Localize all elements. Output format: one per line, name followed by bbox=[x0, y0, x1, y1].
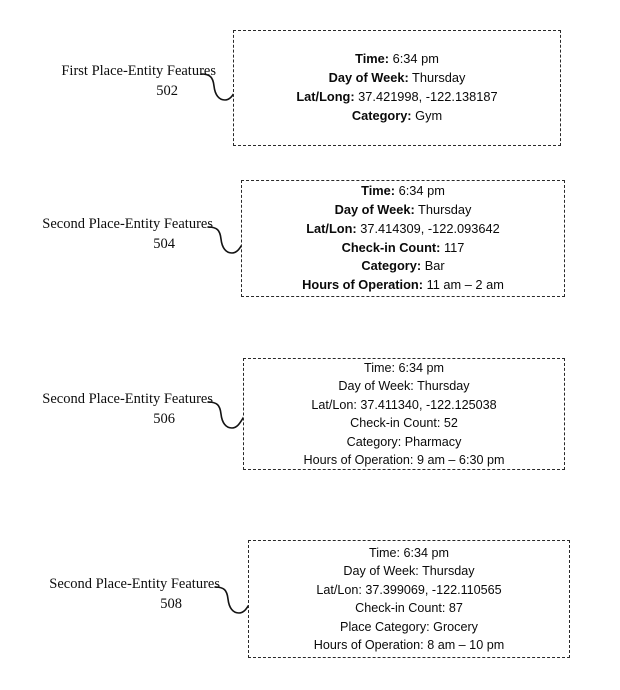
field-label: Check-in Count: bbox=[350, 416, 441, 430]
callout-506: Second Place-Entity Features 506 bbox=[31, 390, 213, 429]
field-value: 87 bbox=[448, 601, 463, 615]
field-label: Hours of Operation: bbox=[313, 638, 424, 652]
field-label: Time: bbox=[363, 360, 395, 375]
feature-box-508-lines: Time: 6:34 pm Day of Week: Thursday Lat/… bbox=[249, 544, 569, 655]
callout-502: First Place-Entity Features 502 bbox=[44, 62, 216, 101]
feature-line-check-in-count: Check-in Count: 52 bbox=[244, 414, 564, 433]
field-label: Day of Week: bbox=[338, 379, 414, 393]
feature-line-day-of-week: Day of Week: Thursday bbox=[249, 562, 569, 581]
callout-508-ref: 508 bbox=[160, 596, 182, 613]
feature-line-hours-of-operation: Hours of Operation: 9 am – 6:30 pm bbox=[244, 451, 564, 470]
field-label: Place Category: bbox=[340, 619, 430, 634]
field-value: Pharmacy bbox=[404, 434, 462, 449]
callout-504-label: Second Place-Entity Features bbox=[42, 216, 213, 232]
field-label: Day of Week: bbox=[343, 564, 419, 578]
field-label: Time: bbox=[361, 183, 396, 199]
feature-line-category: Category: Gym bbox=[234, 107, 560, 126]
callout-508: Second Place-Entity Features 508 bbox=[38, 575, 220, 614]
field-label: Check-in Count: bbox=[355, 601, 446, 615]
field-value: Bar bbox=[424, 258, 445, 274]
feature-box-504-lines: Time: 6:34 pm Day of Week: Thursday Lat/… bbox=[242, 182, 564, 295]
feature-line-hours-of-operation: Hours of Operation: 11 am – 2 am bbox=[242, 276, 564, 295]
field-label: Time: bbox=[368, 545, 400, 560]
field-label: Lat/Lon: bbox=[311, 397, 357, 412]
feature-line-time: Time: 6:34 pm bbox=[242, 182, 564, 201]
feature-box-502: Time: 6:34 pm Day of Week: Thursday Lat/… bbox=[233, 30, 561, 146]
callout-506-label: Second Place-Entity Features bbox=[42, 391, 213, 407]
field-label: Time: bbox=[355, 51, 390, 67]
callout-506-ref: 506 bbox=[153, 411, 175, 428]
feature-line-lat-lon: Lat/Lon: 37.411340, -122.125038 bbox=[244, 396, 564, 415]
field-label: Lat/Long: bbox=[296, 89, 355, 104]
callout-504-ref: 504 bbox=[153, 236, 175, 253]
field-value: 9 am – 6:30 pm bbox=[416, 453, 505, 467]
field-value: 52 bbox=[443, 416, 458, 430]
feature-box-502-lines: Time: 6:34 pm Day of Week: Thursday Lat/… bbox=[234, 50, 560, 125]
callout-504: Second Place-Entity Features 504 bbox=[31, 215, 213, 254]
callout-508-label: Second Place-Entity Features bbox=[49, 576, 220, 592]
field-value: 11 am – 2 am bbox=[426, 277, 504, 293]
field-label: Check-in Count: bbox=[341, 239, 441, 255]
field-value: Thursday bbox=[418, 201, 472, 217]
feature-line-day-of-week: Day of Week: Thursday bbox=[234, 69, 560, 88]
feature-box-506-lines: Time: 6:34 pm Day of Week: Thursday Lat/… bbox=[244, 359, 564, 470]
leader-line-506 bbox=[207, 401, 246, 429]
feature-line-day-of-week: Day of Week: Thursday bbox=[242, 201, 564, 220]
feature-line-lat-lon: Lat/Lon: 37.399069, -122.110565 bbox=[249, 581, 569, 600]
feature-line-place-category: Place Category: Grocery bbox=[249, 618, 569, 637]
feature-line-time: Time: 6:34 pm bbox=[249, 544, 569, 563]
field-label: Day of Week: bbox=[334, 201, 415, 217]
field-value: Grocery bbox=[433, 619, 478, 634]
feature-box-508: Time: 6:34 pm Day of Week: Thursday Lat/… bbox=[248, 540, 570, 658]
field-label: Lat/Lon: bbox=[316, 582, 362, 597]
field-value: Thursday bbox=[422, 564, 475, 578]
feature-box-504: Time: 6:34 pm Day of Week: Thursday Lat/… bbox=[241, 180, 565, 297]
field-value: 6:34 pm bbox=[398, 360, 445, 375]
callout-502-ref: 502 bbox=[156, 83, 178, 100]
feature-line-category: Category: Bar bbox=[242, 257, 564, 276]
feature-line-check-in-count: Check-in Count: 87 bbox=[249, 599, 569, 618]
field-label: Category: bbox=[346, 434, 402, 449]
field-value: 6:34 pm bbox=[392, 51, 439, 67]
feature-line-lat-long: Lat/Long: 37.421998, -122.138187 bbox=[234, 88, 560, 107]
feature-line-category: Category: Pharmacy bbox=[244, 433, 564, 452]
field-label: Day of Week: bbox=[328, 70, 409, 86]
feature-line-hours-of-operation: Hours of Operation: 8 am – 10 pm bbox=[249, 636, 569, 655]
field-value: 37.421998, -122.138187 bbox=[358, 89, 498, 104]
field-label: Lat/Lon: bbox=[306, 220, 357, 236]
field-value: 37.399069, -122.110565 bbox=[365, 582, 502, 597]
field-label: Category: bbox=[361, 258, 422, 274]
field-value: 117 bbox=[443, 239, 465, 255]
field-label: Hours of Operation: bbox=[302, 277, 423, 293]
feature-line-check-in-count: Check-in Count: 117 bbox=[242, 239, 564, 258]
field-label: Category: bbox=[351, 107, 412, 123]
feature-line-day-of-week: Day of Week: Thursday bbox=[244, 377, 564, 396]
feature-line-time: Time: 6:34 pm bbox=[234, 50, 560, 69]
feature-line-time: Time: 6:34 pm bbox=[244, 359, 564, 378]
field-value: Thursday bbox=[417, 379, 470, 393]
field-value: 6:34 pm bbox=[398, 183, 445, 199]
field-value: 6:34 pm bbox=[403, 545, 450, 560]
feature-line-lat-lon: Lat/Lon: 37.414309, -122.093642 bbox=[242, 220, 564, 239]
field-label: Hours of Operation: bbox=[303, 453, 414, 467]
field-value: Gym bbox=[415, 107, 443, 123]
field-value: 37.414309, -122.093642 bbox=[360, 220, 500, 236]
feature-box-506: Time: 6:34 pm Day of Week: Thursday Lat/… bbox=[243, 358, 565, 470]
field-value: 8 am – 10 pm bbox=[427, 638, 505, 652]
field-value: Thursday bbox=[412, 70, 466, 86]
field-value: 37.411340, -122.125038 bbox=[360, 397, 497, 412]
callout-502-label: First Place-Entity Features bbox=[61, 63, 216, 79]
